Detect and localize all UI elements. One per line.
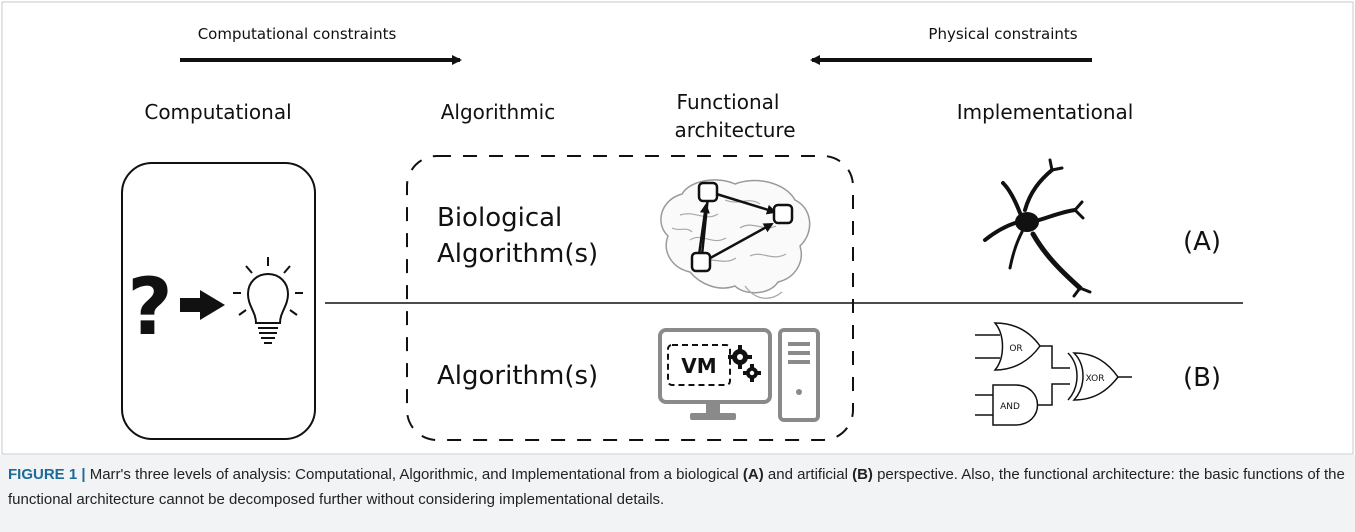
caption-text-3: perspective. Also, the functional archit… <box>8 466 1345 508</box>
xor-gate-label: XOR <box>1086 374 1105 384</box>
artificial-label: Algorithm(s) <box>437 361 598 391</box>
vm-label: VM <box>681 354 716 378</box>
computational-constraints-label: Computational constraints <box>198 25 397 43</box>
and-gate-label: AND <box>1000 402 1020 412</box>
level-functional-line2: architecture <box>674 118 795 142</box>
lightbulb-icon <box>233 257 303 344</box>
caption-bold-a: (A) <box>742 466 764 483</box>
figure-caption: FIGURE 1 | Marr's three levels of analys… <box>8 462 1348 512</box>
figure-number: FIGURE 1 | <box>8 466 86 483</box>
neuron-icon <box>983 158 1092 298</box>
or-gate-label: OR <box>1009 344 1022 354</box>
row-label-a: (A) <box>1183 227 1221 257</box>
biological-label-line1: Biological <box>437 203 562 233</box>
brain-icon <box>660 179 811 299</box>
computer-icon: VM <box>658 328 820 422</box>
caption-text-2: and artificial <box>763 466 853 483</box>
biological-label-line2: Algorithm(s) <box>437 239 598 269</box>
gears-icon <box>728 345 761 382</box>
row-label-b: (B) <box>1183 363 1221 393</box>
level-algorithmic: Algorithmic <box>441 100 556 124</box>
figure-border <box>1 1 1354 455</box>
level-functional-line1: Functional <box>677 90 780 114</box>
physical-constraints-label: Physical constraints <box>928 25 1077 43</box>
question-mark: ? <box>127 263 172 353</box>
caption-text-1: Marr's three levels of analysis: Computa… <box>85 466 743 483</box>
level-computational: Computational <box>144 100 291 124</box>
logic-gates-icon <box>975 322 1132 426</box>
caption-bold-b: (B) <box>852 466 873 483</box>
caption-background <box>0 455 1355 532</box>
computational-box <box>121 162 316 440</box>
level-implementational: Implementational <box>957 100 1134 124</box>
network-graph-icon <box>690 181 794 273</box>
algorithmic-dashed-box <box>406 155 854 441</box>
right-arrow-icon <box>180 290 225 320</box>
